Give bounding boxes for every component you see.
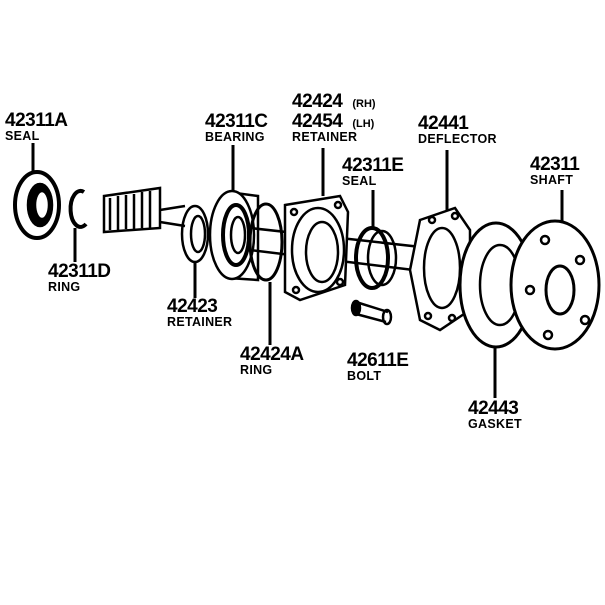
part-name: SEAL: [342, 174, 377, 188]
part-label-42311: 42311 SHAFT: [530, 154, 580, 187]
part-number-rh: 42424: [292, 91, 343, 112]
ring-42311d-part: [68, 188, 88, 229]
part-number: 42311E: [342, 155, 404, 176]
seal-42311a-part: [13, 170, 61, 240]
deflector-42441-part: [408, 206, 472, 332]
part-name: DEFLECTOR: [418, 132, 497, 146]
part-label-42424a: 42424A RING: [240, 345, 304, 377]
part-number: 42424A: [240, 344, 304, 365]
part-name: BEARING: [205, 130, 265, 144]
part-name: BOLT: [347, 369, 382, 383]
part-label-42311a: 42311A SEAL: [5, 111, 68, 143]
part-number: 42311: [530, 154, 580, 175]
seal-42311e-part: [354, 226, 398, 290]
part-number: 42423: [167, 296, 218, 317]
part-name: RING: [240, 363, 273, 377]
part-number: 42311C: [205, 111, 268, 132]
retainer-42424-part: [283, 194, 350, 302]
part-label-42423: 42423 RETAINER: [167, 297, 232, 329]
ring-42424a-part: [248, 202, 284, 282]
leader-lines: [31, 143, 564, 398]
part-number-lh: 42454: [292, 111, 343, 132]
part-label-42611e: 42611E BOLT: [347, 350, 409, 383]
part-label-42311e: 42311E SEAL: [342, 155, 404, 188]
part-name: RETAINER: [167, 315, 233, 329]
part-name: RING: [48, 280, 81, 294]
side-rh: (RH): [352, 98, 376, 110]
part-label-42311d: 42311D RING: [48, 262, 111, 294]
part-number: 42311A: [5, 110, 68, 131]
part-label-42441: 42441 DEFLECTOR: [418, 114, 497, 146]
part-name: SEAL: [5, 129, 40, 143]
part-label-42311c: 42311C BEARING: [205, 112, 268, 144]
bolt-42611e-part: [350, 299, 393, 326]
part-number: 42441: [418, 113, 469, 134]
part-name: RETAINER: [292, 130, 358, 144]
part-name: GASKET: [468, 417, 522, 431]
shaft-flange-42311-part: [509, 219, 601, 351]
part-label-42424: 42424 (RH) 42454 (LH) RETAINER: [292, 92, 376, 144]
part-number: 42443: [468, 398, 519, 419]
side-lh: (LH): [352, 118, 375, 130]
part-number: 42311D: [48, 261, 111, 282]
retainer-42423-part: [180, 204, 210, 264]
part-name: SHAFT: [530, 173, 574, 187]
part-label-42443: 42443 GASKET: [468, 399, 522, 431]
part-number: 42611E: [347, 350, 409, 371]
